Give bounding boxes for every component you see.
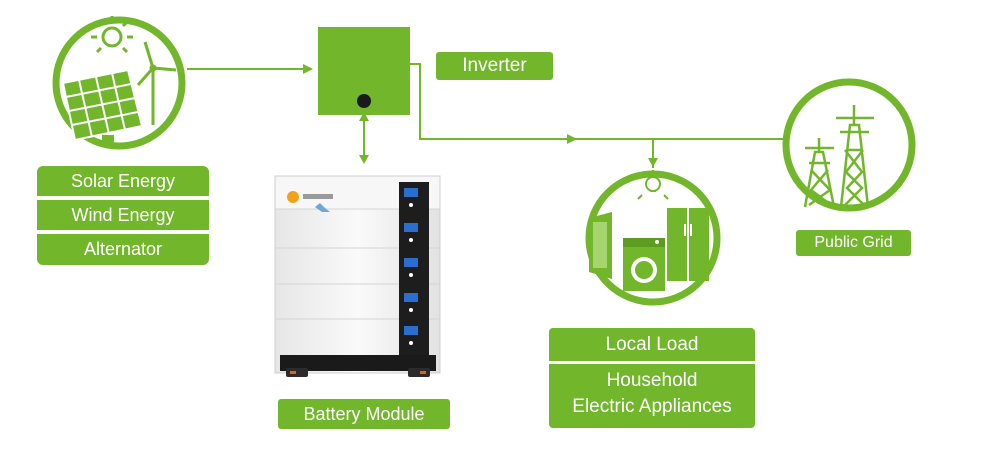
label-battery-module: Battery Module	[278, 399, 450, 429]
sun-icon	[91, 16, 133, 54]
label-local-load: Local Load	[549, 328, 755, 361]
label-alternator: Alternator	[37, 234, 209, 265]
battery-arrow-down	[359, 155, 369, 164]
load-arrow-head	[648, 158, 658, 167]
inverter-to-grid-line	[410, 63, 787, 140]
battery-stack	[274, 175, 441, 377]
label-public-grid: Public Grid	[796, 230, 911, 256]
source-arrow-head	[303, 64, 313, 74]
source-circle	[52, 16, 186, 150]
grid-arrow-head	[567, 134, 577, 144]
brand-logo-icon	[287, 191, 333, 212]
battery-buttons	[409, 203, 413, 345]
label-household-appliances: Household Electric Appliances	[549, 364, 755, 428]
refrigerator-icon	[667, 208, 709, 281]
label-inverter: Inverter	[436, 52, 553, 80]
light-bulb-icon	[637, 170, 669, 200]
connector-lines	[187, 63, 787, 168]
grid-circle	[782, 78, 916, 212]
inverter-box	[318, 27, 410, 115]
label-household-line1: Household	[606, 370, 698, 391]
battery-arrow-up	[359, 112, 369, 121]
washing-machine-icon	[623, 238, 665, 291]
label-solar-energy: Solar Energy	[37, 166, 209, 196]
battery-screens	[404, 188, 418, 335]
battery-base	[280, 355, 436, 371]
wind-turbine-icon	[136, 41, 177, 125]
label-household-line2: Electric Appliances	[572, 396, 732, 417]
battery-wheel-left	[286, 368, 308, 377]
power-pylon-icon	[803, 105, 874, 208]
label-wind-energy: Wind Energy	[37, 200, 209, 230]
battery-wheel-right	[408, 368, 430, 377]
solar-panel-icon	[61, 68, 144, 145]
load-circle	[585, 170, 721, 306]
door-icon	[589, 212, 612, 279]
inverter-indicator	[357, 94, 371, 108]
